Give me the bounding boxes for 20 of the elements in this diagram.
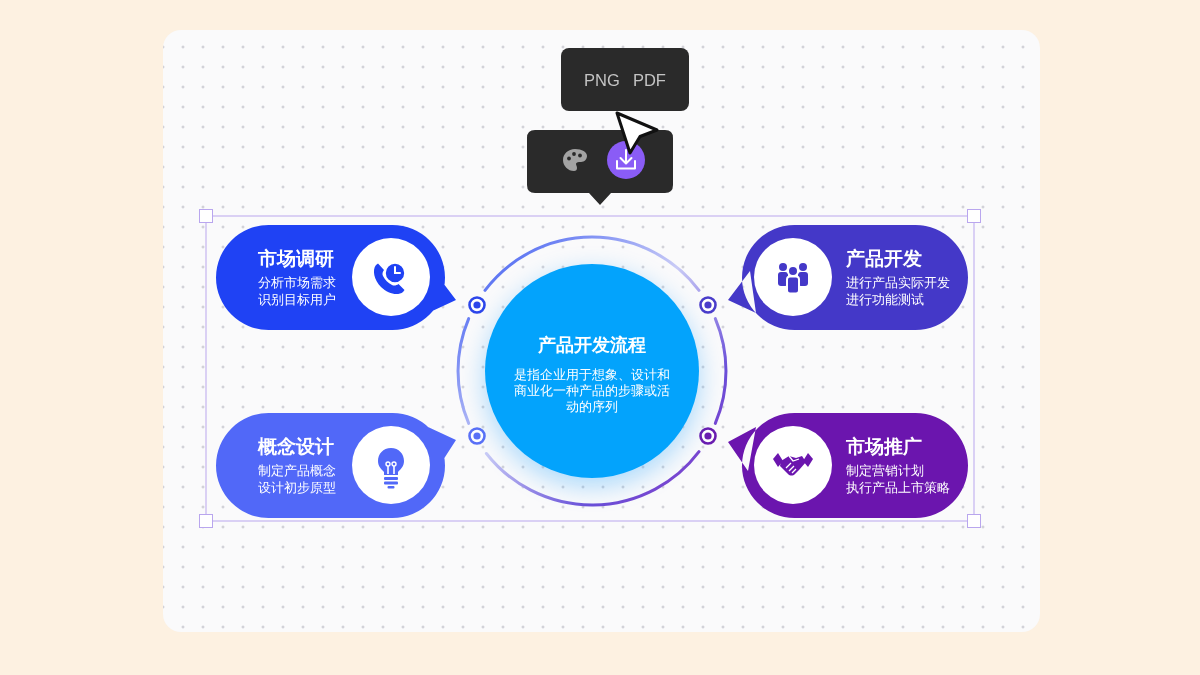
bubble-text: 设计初步原型 bbox=[258, 479, 336, 496]
speech-bubble bbox=[728, 413, 968, 518]
bubble-text: 识别目标用户 bbox=[258, 291, 336, 308]
bubble-title: 概念设计 bbox=[258, 434, 334, 459]
bubble-text: 进行功能测试 bbox=[846, 291, 924, 308]
bubble-text: 制定产品概念 bbox=[258, 462, 336, 479]
circle-text: 是指企业用于想象、设计和商业化一种产品的步骤或活动的序列 bbox=[514, 367, 670, 415]
bubble-title: 市场调研 bbox=[258, 246, 334, 271]
bubble-text: 分析市场需求 bbox=[258, 274, 336, 291]
menu-option: PDF bbox=[632, 69, 666, 90]
bubble-title: 市场推广 bbox=[846, 434, 922, 459]
speech-bubble bbox=[216, 225, 456, 330]
circle-title: 产品开发流程 bbox=[537, 333, 647, 357]
bubble-text: 执行产品上市策略 bbox=[846, 479, 950, 496]
speech-bubble bbox=[216, 413, 456, 518]
speech-bubble bbox=[728, 225, 968, 330]
bubble-text: 制定营销计划 bbox=[846, 462, 924, 479]
menu-option: PNG bbox=[584, 69, 620, 90]
bubble-title: 产品开发 bbox=[846, 246, 922, 271]
bubble-text: 进行产品实际开发 bbox=[846, 274, 950, 291]
